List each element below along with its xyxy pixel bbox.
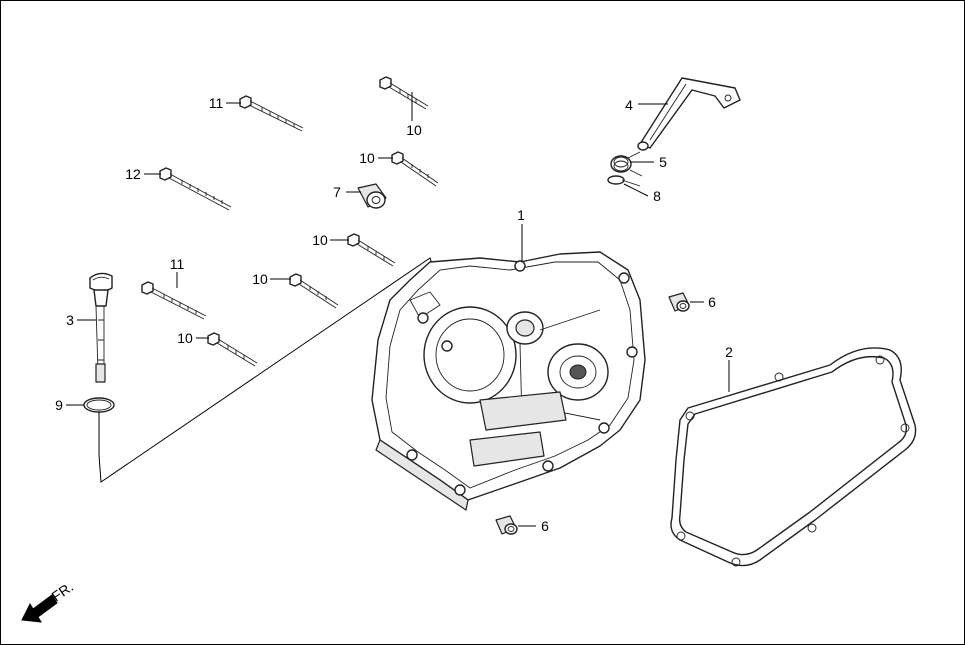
bolt-10-center bbox=[347, 233, 396, 267]
bolt-11-lower bbox=[141, 281, 207, 320]
callout-11-lower: 11 bbox=[170, 256, 185, 272]
oil-dipstick-3 bbox=[89, 272, 113, 383]
callout-10-bottom: 10 bbox=[177, 330, 193, 346]
callout-3: 3 bbox=[66, 312, 74, 328]
callout-6-upper: 6 bbox=[708, 294, 716, 310]
callout-10-lower: 10 bbox=[252, 271, 268, 287]
callout-2: 2 bbox=[725, 344, 733, 360]
dowel-pin-6-lower bbox=[495, 515, 518, 535]
callout-6-lower: 6 bbox=[541, 518, 549, 534]
callout-12: 12 bbox=[125, 166, 141, 182]
bolt-10-bottom bbox=[207, 332, 258, 367]
crankcase-cover-1 bbox=[371, 251, 646, 511]
callout-4: 4 bbox=[625, 97, 633, 113]
callout-7: 7 bbox=[333, 184, 341, 200]
callout-10-mid: 10 bbox=[359, 150, 375, 166]
callout-9: 9 bbox=[55, 397, 63, 413]
bushing-7 bbox=[357, 183, 387, 209]
clip-8 bbox=[607, 175, 641, 187]
callout-5: 5 bbox=[659, 154, 667, 170]
bolt-10-mid bbox=[391, 151, 439, 187]
bolt-12 bbox=[159, 167, 232, 211]
gasket-2 bbox=[670, 347, 917, 567]
callout-10-center: 10 bbox=[312, 232, 328, 248]
callout-8: 8 bbox=[653, 188, 661, 204]
callout-11-top: 11 bbox=[209, 95, 224, 111]
callout-1: 1 bbox=[517, 207, 525, 223]
shaft-4 bbox=[637, 77, 741, 151]
front-direction-arrow: FR. bbox=[21, 578, 76, 623]
dowel-pin-6-upper bbox=[668, 292, 690, 312]
bolt-11-top bbox=[239, 95, 304, 132]
bolt-10-top bbox=[379, 76, 429, 110]
o-ring-9 bbox=[83, 397, 115, 413]
bolt-10-lower bbox=[289, 273, 339, 309]
leader-lines bbox=[66, 92, 730, 527]
callout-10-top: 10 bbox=[406, 122, 422, 138]
spring-5 bbox=[610, 151, 643, 177]
